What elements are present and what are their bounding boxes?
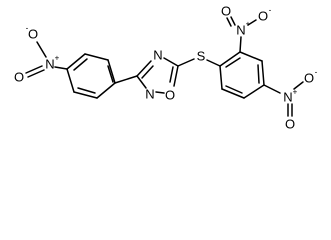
bond-lines [25,16,304,117]
bond-ring-left-4 [96,82,116,99]
bond-oxadiazole-c3-n4 [136,60,152,77]
bond-ring-left-inner-1 [73,58,88,71]
bond-oxadiazole-o1-n2 [155,91,165,94]
bond-ring-right-inner-2 [257,64,260,84]
bond-ring-right-3 [261,60,265,86]
bond-ring-right-inner-1 [225,57,241,68]
bond-s-ring-right [206,59,221,67]
atom-n2-oxadiazole: N [145,87,154,102]
bond-oxadiazole-c3-n4-double [141,65,154,79]
bond-oxadiazole-c5-o1-double [169,66,174,83]
charge-n-bottom-nitro: + [293,88,298,97]
atom-o1-oxadiazole: O [165,88,175,103]
atom-n-bottom-nitro: N [283,90,292,105]
bond-ring-left-6 [66,68,75,93]
atom-o-top-nitro-right: O [258,9,268,24]
atom-n-left-nitro: N [45,57,54,72]
charge-o-bottom-nitro-top: - [315,68,318,77]
bond-ring-left-2 [84,53,109,61]
bond-bottom-nitro-n-o-top [293,81,304,90]
atom-s-thioether: S [197,49,206,64]
bond-ring-right-inner-3 [225,85,243,94]
charge-o-top-nitro-right: - [269,6,272,15]
atom-o-left-nitro-bottom: O [14,70,24,85]
charge-o-left-nitro-top: - [26,24,29,33]
atom-o-left-nitro-top: O [28,27,38,42]
bond-ring-right-bottom-nitro [263,84,281,94]
bond-ring-right-top-nitro [239,36,242,53]
bond-top-nitro-n-o-right [247,19,257,26]
bond-oxadiazole-n2-c3 [136,75,147,89]
bond-n-o-left-nitro-top [36,41,47,58]
bond-oxadiazole-c5-o1 [173,65,179,87]
charge-n-top-nitro: + [246,20,251,29]
bond-ring-left-5 [73,91,98,99]
charge-n-left-nitro: + [55,54,60,63]
chemical-structure-diagram: O - N + O N O N S N + O O - N + O - O [14,4,318,132]
bond-ring-right-2 [239,51,263,62]
bond-n-o-left-nitro-double [25,65,43,74]
atom-o-bottom-nitro-top: O [304,71,314,86]
bond-ring-right-4 [243,84,265,99]
atom-labels: O - N + O N O N S N + O O - N + O - O [14,4,318,132]
bond-n-ring-left [54,66,68,70]
bond-ring-right-6 [219,65,223,90]
bond-top-nitro-n-o-left [230,16,236,26]
bond-oxadiazole-n4-c5 [163,57,179,67]
bond-ring-right-5 [221,88,245,99]
bond-ring-left-1 [66,53,86,70]
atom-n-top-nitro: N [236,23,245,38]
bond-ring-left-inner-3 [77,87,96,94]
bond-ring-left-inner-2 [107,65,114,83]
bond-top-nitro-n-o-left-double [226,17,232,27]
atom-n4-oxadiazole: N [153,48,162,63]
atom-o-bottom-nitro-bottom: O [285,117,295,132]
atom-o-top-nitro-left: O [221,4,231,19]
bond-phenyl-oxadiazole [114,75,138,84]
bond-c5-s [177,58,195,67]
bond-ring-right-1 [219,51,241,67]
bond-n-o-left-nitro-double-2 [27,69,45,78]
bond-ring-left-3 [107,59,116,84]
